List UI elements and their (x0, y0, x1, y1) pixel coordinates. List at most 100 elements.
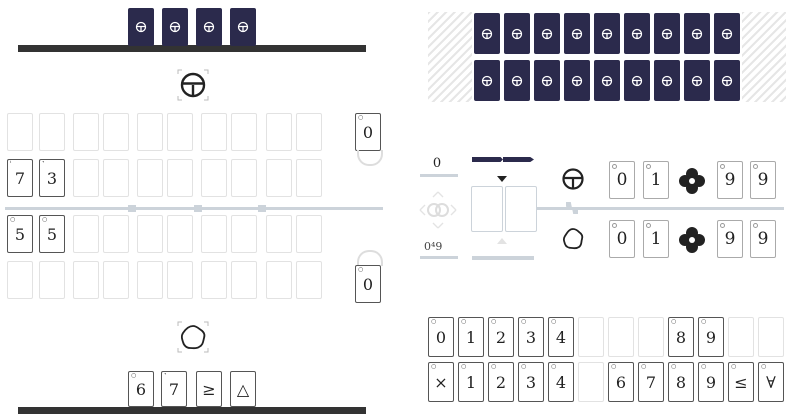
board-slot[interactable] (39, 113, 65, 151)
bank-card[interactable]: ○9 (698, 317, 724, 357)
board-slot[interactable] (137, 113, 163, 151)
board-slot[interactable] (137, 215, 163, 253)
bank-slot[interactable] (728, 317, 754, 357)
card-value: 8 (675, 372, 687, 392)
deck-card-back[interactable] (564, 60, 590, 101)
deck-card-back[interactable] (534, 60, 560, 101)
side-card-top[interactable]: ○0 (355, 113, 381, 151)
bank-card[interactable]: ○4 (548, 362, 574, 402)
hand-card[interactable]: △ (230, 371, 256, 407)
board-slot[interactable] (201, 261, 227, 299)
hand-card[interactable]: ≥ (196, 371, 222, 407)
bank-card[interactable]: ○9 (698, 362, 724, 402)
board-slot[interactable] (266, 159, 292, 197)
side-card-bottom[interactable]: ○0 (355, 265, 381, 303)
board-slot[interactable] (266, 261, 292, 299)
deck-card-back[interactable] (504, 60, 530, 101)
center-marker (258, 205, 266, 212)
board-slot[interactable] (7, 113, 33, 151)
deck-card-back[interactable] (624, 60, 650, 101)
board-slot[interactable] (296, 215, 322, 253)
bank-card[interactable]: ○2 (488, 317, 514, 357)
deck-card-back[interactable] (594, 60, 620, 101)
bank-card[interactable]: ○3 (518, 362, 544, 402)
board-slot[interactable] (231, 113, 257, 151)
board-slot[interactable] (73, 215, 99, 253)
bank-card[interactable]: ○1 (458, 317, 484, 357)
board-slot[interactable] (73, 159, 99, 197)
bank-card[interactable]: ○× (428, 362, 454, 402)
bank-slot[interactable] (608, 317, 634, 357)
board-slot[interactable] (231, 215, 257, 253)
bank-card[interactable]: ○1 (458, 362, 484, 402)
board-slot[interactable] (73, 261, 99, 299)
board-slot[interactable] (296, 159, 322, 197)
card-index-mark: ○ (431, 318, 437, 325)
card-value: 6 (615, 372, 627, 392)
board-slot[interactable] (103, 159, 129, 197)
card-back[interactable] (196, 8, 222, 46)
play-slot[interactable] (505, 186, 537, 232)
deck-card-back[interactable] (534, 13, 560, 54)
deck-card-back[interactable] (714, 13, 740, 54)
board-slot[interactable] (167, 159, 193, 197)
deck-card-back[interactable] (654, 60, 680, 101)
card-value: × (434, 372, 448, 392)
deck-card-back[interactable] (474, 13, 500, 54)
card-back[interactable] (128, 8, 154, 46)
board-slot[interactable] (231, 261, 257, 299)
bank-card[interactable]: ○7 (638, 362, 664, 402)
deck-card-back[interactable] (504, 13, 530, 54)
board-slot[interactable] (266, 215, 292, 253)
bank-card[interactable]: ○4 (548, 317, 574, 357)
card-back[interactable] (162, 8, 188, 46)
bank-slot[interactable] (578, 362, 604, 402)
bank-card[interactable]: ○3 (518, 317, 544, 357)
bank-slot[interactable] (638, 317, 664, 357)
card-value: 0 (362, 274, 374, 294)
board-slot[interactable] (39, 261, 65, 299)
board-slot[interactable] (296, 113, 322, 151)
board-slot[interactable] (167, 113, 193, 151)
board-slot[interactable] (167, 215, 193, 253)
hand-card[interactable]: ○6 (128, 371, 154, 407)
board-slot[interactable] (231, 159, 257, 197)
bank-card[interactable]: ○2 (488, 362, 514, 402)
board-slot[interactable] (296, 261, 322, 299)
board-card[interactable]: ○5 (7, 215, 33, 253)
play-slot[interactable] (471, 186, 503, 232)
deck-card-back[interactable] (564, 13, 590, 54)
deck-card-back[interactable] (684, 13, 710, 54)
deck-card-back[interactable] (714, 60, 740, 101)
board-slot[interactable] (73, 113, 99, 151)
board-slot[interactable] (167, 261, 193, 299)
bank-card[interactable]: ○8 (668, 362, 694, 402)
board-card[interactable]: ○5 (39, 215, 65, 253)
board-slot[interactable] (103, 215, 129, 253)
board-slot[interactable] (137, 261, 163, 299)
board-slot[interactable] (266, 113, 292, 151)
bank-card[interactable]: ○8 (668, 317, 694, 357)
board-slot[interactable] (137, 159, 163, 197)
board-slot[interactable] (201, 159, 227, 197)
bank-slot[interactable] (758, 317, 784, 357)
board-slot[interactable] (201, 215, 227, 253)
board-slot[interactable] (201, 113, 227, 151)
deck-card-back[interactable] (624, 13, 650, 54)
card-back[interactable] (230, 8, 256, 46)
bank-card[interactable]: ○0 (428, 317, 454, 357)
board-slot[interactable] (103, 113, 129, 151)
bank-card[interactable]: ○≤ (728, 362, 754, 402)
bank-card[interactable]: ○6 (608, 362, 634, 402)
board-slot[interactable] (7, 261, 33, 299)
bank-card[interactable]: ○∀ (758, 362, 784, 402)
deck-card-back[interactable] (654, 13, 680, 54)
deck-card-back[interactable] (474, 60, 500, 101)
bank-slot[interactable] (578, 317, 604, 357)
deck-card-back[interactable] (594, 13, 620, 54)
deck-card-back[interactable] (684, 60, 710, 101)
board-slot[interactable] (103, 261, 129, 299)
